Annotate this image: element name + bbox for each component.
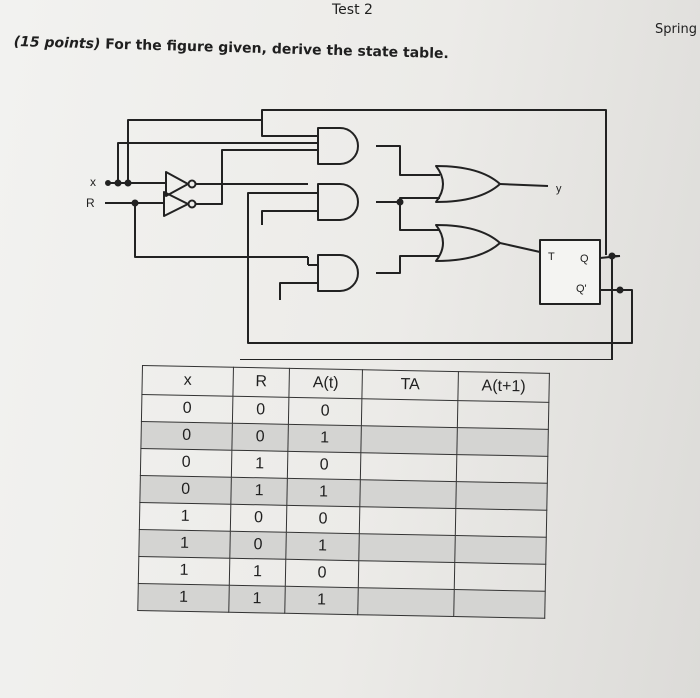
cell-r: 1 [229, 558, 286, 587]
cell-ta[interactable] [361, 398, 458, 428]
cell-r: 1 [230, 477, 288, 506]
or-gate-1 [435, 165, 501, 203]
cell-x: 1 [137, 583, 230, 613]
cell-r: 0 [229, 531, 287, 560]
cell-ta[interactable] [357, 587, 455, 617]
state-table: x R A(t) TA A(t+1) 0 0 0 0 0 1 [137, 365, 550, 619]
r-inverter [163, 191, 189, 217]
input-r-label: R [86, 196, 95, 210]
x-branch-wire [117, 142, 308, 183]
cell-at1[interactable] [455, 508, 547, 538]
cell-at: 1 [287, 424, 362, 453]
cell-ta[interactable] [360, 425, 458, 455]
x-upper-branch [127, 119, 308, 183]
cell-x: 1 [138, 556, 230, 586]
cell-x: 0 [140, 421, 233, 451]
header-right-text: Spring [655, 22, 697, 37]
test-title: Test 2 [332, 2, 373, 18]
cell-ta[interactable] [359, 506, 456, 536]
cell-x: 0 [140, 448, 232, 478]
and-gate-2 [317, 183, 359, 221]
flipflop-t-label: T [548, 251, 555, 263]
page-header: Test 2 Spring (15 points) For the figure… [0, 0, 700, 80]
t-flipflop [539, 239, 601, 305]
column-header-at: A(t) [288, 368, 363, 399]
cell-at: 1 [285, 532, 360, 561]
state-table-container: x R A(t) TA A(t+1) 0 0 0 0 0 1 [137, 365, 550, 619]
cell-x: 1 [139, 502, 231, 532]
cell-r: 1 [228, 585, 286, 614]
cell-at: 0 [286, 505, 360, 534]
cell-at1[interactable] [453, 589, 546, 619]
or-gate-2 [435, 224, 501, 262]
cell-at1[interactable] [456, 427, 549, 457]
t-input-wire [499, 242, 541, 253]
cell-ta[interactable] [359, 479, 457, 509]
column-header-at1: A(t+1) [457, 371, 550, 403]
x-inverter [165, 171, 189, 197]
cell-ta[interactable] [358, 533, 456, 563]
flipflop-qbar-label: Q' [576, 283, 587, 295]
cell-at: 1 [284, 586, 359, 615]
cell-at1[interactable] [457, 400, 549, 430]
column-header-ta: TA [361, 369, 459, 401]
and-gate-1 [317, 127, 359, 165]
cell-r: 0 [230, 504, 287, 533]
column-header-r: R [232, 367, 290, 398]
and-gate-3 [317, 254, 359, 292]
cell-at: 0 [287, 451, 361, 480]
cell-at: 0 [285, 559, 359, 588]
cell-at1[interactable] [456, 454, 548, 484]
flipflop-q-label: Q [580, 253, 589, 265]
cell-at1[interactable] [454, 535, 547, 565]
cell-at: 0 [288, 397, 362, 426]
cell-at1[interactable] [454, 562, 546, 592]
cell-at1[interactable] [455, 481, 548, 511]
cell-x: 1 [138, 529, 231, 559]
top-feedback-wire [261, 109, 607, 255]
column-header-x: x [141, 365, 234, 397]
input-x-label: x [90, 175, 96, 189]
cell-r: 0 [231, 423, 289, 452]
cell-x: 0 [141, 394, 233, 424]
logic-circuit-diagram: x R y T Q Q' [86, 109, 633, 360]
r-branch-wire [134, 203, 308, 258]
y-output-wire [499, 183, 549, 187]
cell-at: 1 [286, 478, 361, 507]
cell-ta[interactable] [360, 452, 457, 482]
cell-ta[interactable] [358, 560, 455, 590]
cell-r: 1 [231, 450, 288, 479]
cell-x: 0 [139, 475, 232, 505]
cell-r: 0 [232, 396, 289, 425]
qbar-feedback-wire [247, 192, 633, 344]
output-y-label: y [556, 183, 562, 195]
